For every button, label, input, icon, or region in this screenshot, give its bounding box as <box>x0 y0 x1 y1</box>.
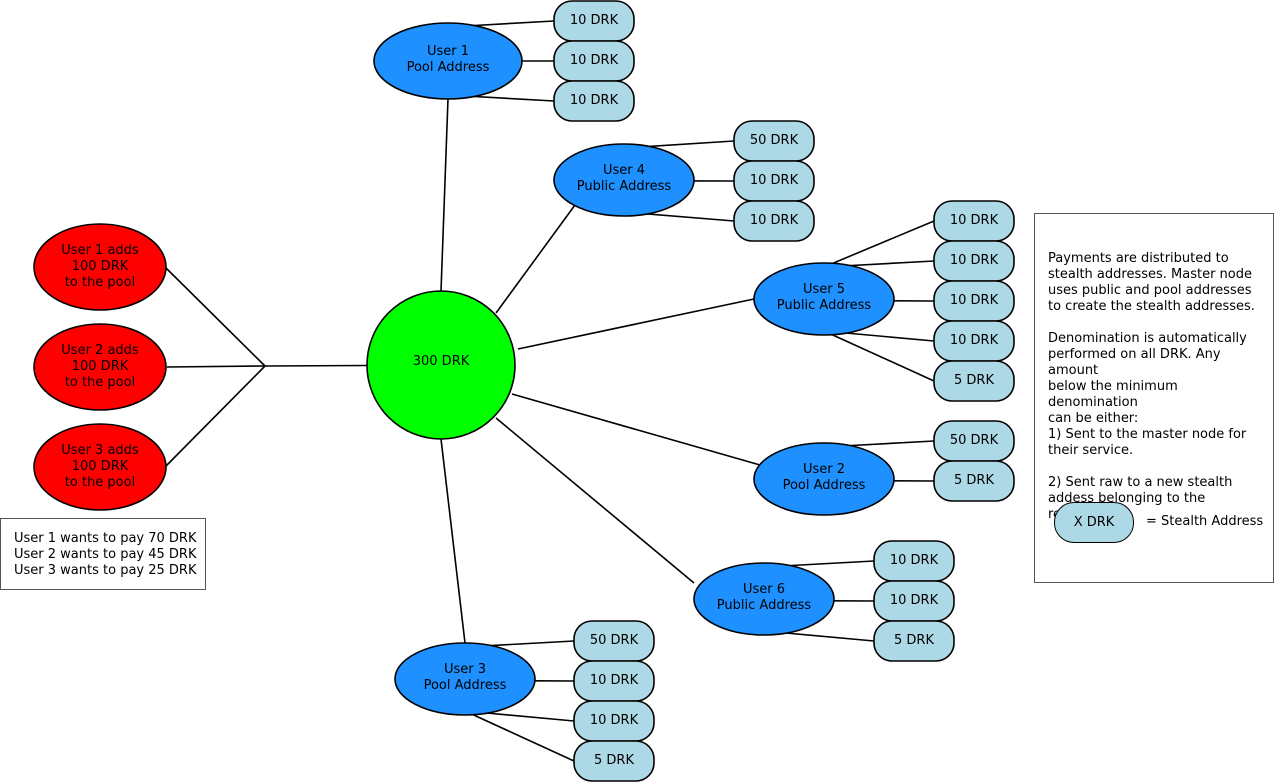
user-2-stealth-output-label-2: 5 DRK <box>954 473 994 488</box>
edge-user-5-output-1 <box>823 220 935 268</box>
user-6-stealth-output-label-1: 10 DRK <box>890 553 939 568</box>
contributor-node-2 <box>33 323 167 411</box>
user-3-stealth-output-label-2: 10 DRK <box>590 673 639 688</box>
user-4-stealth-output-label-1: 50 DRK <box>750 133 799 148</box>
edge-user-3-output-4 <box>464 710 575 762</box>
edge-center-user-2 <box>511 393 761 466</box>
edge-center-user-6 <box>495 417 695 584</box>
payments-box: User 1 wants to pay 70 DRK User 2 wants … <box>0 518 206 590</box>
user-5-stealth-output-5 <box>933 360 1015 402</box>
edge-center-user-4 <box>495 204 576 314</box>
user-1-stealth-output-label-3: 10 DRK <box>570 93 619 108</box>
legend-pill-meaning: = Stealth Address <box>1146 514 1264 529</box>
edge-contributor-3 <box>165 365 266 467</box>
contributor-node-1 <box>33 223 167 311</box>
pool-total-node <box>366 290 516 440</box>
legend-text: Payments are distributed to stealth addr… <box>1048 251 1255 522</box>
payment-line-1: User 1 wants to pay 70 DRK <box>14 531 197 546</box>
edge-contributor-2 <box>166 365 266 368</box>
user-5-address-node <box>753 262 895 336</box>
user-1-address-node <box>373 22 523 100</box>
user-4-stealth-output-label-2: 10 DRK <box>750 173 799 188</box>
user-3-address-node <box>394 642 536 716</box>
legend-stealth-pill: X DRK <box>1054 502 1134 543</box>
user-5-stealth-output-label-3: 10 DRK <box>950 293 999 308</box>
user-4-stealth-output-label-3: 10 DRK <box>750 213 799 228</box>
user-6-address-node <box>693 562 835 636</box>
user-2-stealth-output-2 <box>933 460 1015 502</box>
user-6-stealth-output-label-2: 10 DRK <box>890 593 939 608</box>
user-4-address-node <box>553 143 695 217</box>
user-3-stealth-output-label-1: 50 DRK <box>590 633 639 648</box>
user-6-stealth-output-3 <box>873 620 955 662</box>
contributor-node-3 <box>33 423 167 511</box>
edge-center-user-5 <box>517 298 755 350</box>
edge-contributor-1 <box>165 267 266 367</box>
edge-user-5-output-5 <box>823 330 935 382</box>
user-3-stealth-output-label-4: 5 DRK <box>594 753 634 768</box>
user-5-stealth-output-label-1: 10 DRK <box>950 213 999 228</box>
edges <box>165 20 935 762</box>
user-6-stealth-output-label-3: 5 DRK <box>894 633 934 648</box>
edge-junction-center <box>264 364 368 367</box>
user-5-stealth-output-label-2: 10 DRK <box>950 253 999 268</box>
user-2-address-node <box>753 442 895 516</box>
user-1-stealth-output-label-2: 10 DRK <box>570 53 619 68</box>
user-3-stealth-output-4 <box>573 740 655 782</box>
user-5-stealth-output-label-5: 5 DRK <box>954 373 994 388</box>
edge-center-user-3 <box>440 438 466 644</box>
user-4-stealth-output-3 <box>733 200 815 242</box>
user-2-stealth-output-label-1: 50 DRK <box>950 433 999 448</box>
payment-line-3: User 3 wants to pay 25 DRK <box>14 563 197 578</box>
user-3-stealth-output-label-3: 10 DRK <box>590 713 639 728</box>
pool-total-label: 300 DRK <box>413 354 470 369</box>
user-5-stealth-output-label-4: 10 DRK <box>950 333 999 348</box>
edge-center-user-1 <box>440 98 449 292</box>
payment-line-2: User 2 wants to pay 45 DRK <box>14 547 197 562</box>
user-1-stealth-output-3 <box>553 80 635 122</box>
user-1-stealth-output-label-1: 10 DRK <box>570 13 619 28</box>
